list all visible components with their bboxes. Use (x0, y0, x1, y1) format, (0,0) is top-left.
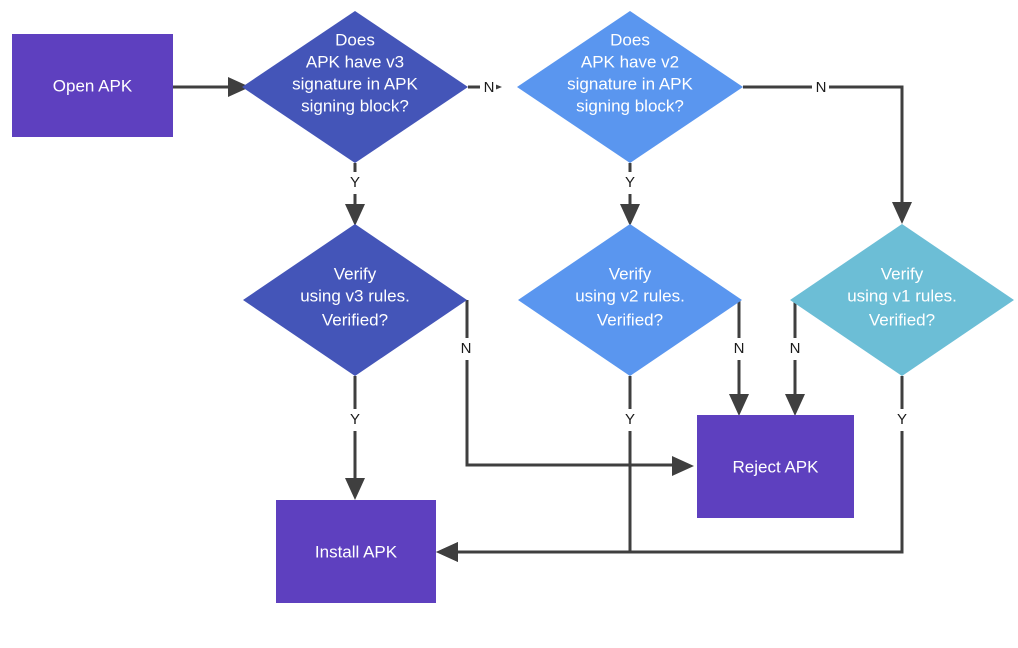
node-has-v3-signature[interactable]: Does APK have v3 signature in APK signin… (242, 11, 468, 163)
edge-has-v3-n-to-has-v2: N (468, 76, 502, 98)
edge-label-verify-v2-y: Y (625, 411, 635, 428)
verify-v3-line-3: Verified? (322, 310, 388, 329)
node-install-apk[interactable]: Install APK (276, 500, 436, 603)
install-apk-box[interactable] (276, 500, 436, 603)
has-v2-line-2: APK have v2 (581, 52, 679, 71)
verify-v3-diamond[interactable] (243, 224, 467, 376)
has-v2-line-1: Does (610, 30, 650, 49)
node-verify-v3[interactable]: Verify using v3 rules. Verified? (243, 224, 467, 376)
install-apk-label: Install APK (315, 542, 398, 561)
edge-verify-v1-y-to-install: Y (436, 376, 911, 562)
node-verify-v2[interactable]: Verify using v2 rules. Verified? (518, 224, 742, 376)
edge-has-v3-y-to-verify-v3: Y (345, 163, 365, 226)
node-open-apk[interactable]: Open APK (12, 34, 173, 137)
verify-v2-diamond[interactable] (518, 224, 742, 376)
verify-v3-line-1: Verify (334, 264, 377, 283)
edge-has-v2-n-to-verify-v1: N (743, 76, 912, 224)
reject-apk-label: Reject APK (733, 457, 820, 476)
has-v2-line-4: signing block? (576, 96, 684, 115)
edge-has-v2-y-to-verify-v2: Y (620, 163, 640, 226)
verify-v2-line-2: using v2 rules. (575, 286, 685, 305)
has-v2-line-3: signature in APK (567, 74, 693, 93)
node-reject-apk[interactable]: Reject APK (697, 415, 854, 518)
edge-verify-v3-n-to-reject: N (458, 300, 694, 476)
has-v3-diamond[interactable] (242, 11, 468, 163)
node-verify-v1[interactable]: Verify using v1 rules. Verified? (790, 224, 1014, 376)
reject-apk-box[interactable] (697, 415, 854, 518)
verify-v2-line-3: Verified? (597, 310, 663, 329)
edge-label-verify-v1-n: N (790, 340, 801, 357)
edge-open-to-has-v3 (173, 77, 250, 97)
open-apk-box[interactable] (12, 34, 173, 137)
verify-v1-line-3: Verified? (869, 310, 935, 329)
edge-label-verify-v2-n: N (734, 340, 745, 357)
has-v2-diamond[interactable] (517, 11, 743, 163)
has-v3-line-1: Does (335, 30, 375, 49)
edge-layer: N Y N Y (173, 76, 912, 562)
verify-v2-line-1: Verify (609, 264, 652, 283)
verify-v1-line-1: Verify (881, 264, 924, 283)
verify-v1-line-2: using v1 rules. (847, 286, 957, 305)
edge-label-verify-v3-n: N (461, 340, 472, 357)
verify-v1-diamond[interactable] (790, 224, 1014, 376)
edge-label-verify-v1-y: Y (897, 411, 907, 428)
verify-v3-line-2: using v3 rules. (300, 286, 410, 305)
node-has-v2-signature[interactable]: Does APK have v2 signature in APK signin… (517, 11, 743, 163)
edge-label-verify-v3-y: Y (350, 411, 360, 428)
edge-label-has-v2-n: N (816, 79, 827, 96)
has-v3-line-3: signature in APK (292, 74, 418, 93)
edge-label-has-v2-y: Y (625, 174, 635, 191)
open-apk-label: Open APK (53, 76, 133, 95)
has-v3-line-2: APK have v3 (306, 52, 404, 71)
edge-label-has-v3-y: Y (350, 174, 360, 191)
edge-verify-v2-n-to-reject: N (729, 300, 749, 416)
has-v3-line-4: signing block? (301, 96, 409, 115)
edge-verify-v1-n-to-reject: N (785, 300, 805, 416)
edge-label-has-v3-n: N (484, 79, 495, 96)
edge-verify-v3-y-to-install: Y (345, 376, 365, 500)
node-layer: Open APK Does APK have v3 signature in A… (12, 11, 1014, 603)
